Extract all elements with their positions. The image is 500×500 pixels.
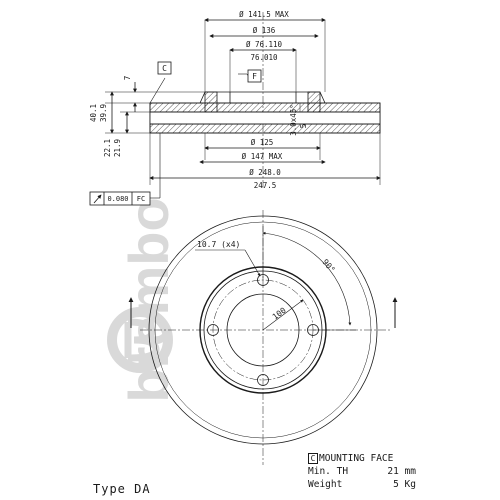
dim-5: 5 — [299, 124, 308, 129]
dim-thickness-min: 39.9 — [99, 104, 108, 122]
dim-247: 247.5 — [254, 181, 277, 190]
rotor-outline — [148, 215, 378, 445]
pcd-label: 100 — [271, 306, 288, 322]
svg-text:F: F — [252, 72, 257, 81]
dim-248: Ø 248.0 — [249, 168, 281, 177]
datum-f: F — [247, 69, 262, 83]
rotor-face-outer — [149, 102, 381, 113]
lug-hole-bottom — [257, 374, 269, 386]
dim-outer-hat: Ø 141.5 MAX — [239, 10, 289, 19]
weight-label: Weight — [308, 479, 343, 490]
mounting-face-label: MOUNTING FACE — [319, 453, 394, 464]
weight-row: Weight 5 Kg — [308, 478, 416, 491]
watermark-text: brembo — [117, 197, 180, 402]
dim-147: Ø 147 MAX — [242, 152, 283, 161]
runout-icon — [93, 194, 102, 204]
datum-c: C — [157, 61, 172, 75]
mounting-face-symbol: C — [308, 453, 318, 464]
dim-disc-max: 22.1 — [103, 139, 112, 157]
dim-offset-7: 7 — [123, 76, 132, 81]
dim-chamfer: 3.0x45° — [289, 104, 298, 136]
min-th-value: 21 mm — [387, 466, 416, 477]
dim-center-bore: Ø 76.110 — [246, 40, 283, 49]
dim-125: Ø 125 — [251, 138, 274, 147]
brembo-watermark: brembo — [107, 197, 180, 403]
svg-text:FC: FC — [137, 195, 145, 203]
min-thickness-row: Min. TH 21 mm — [308, 465, 416, 478]
svg-text:C: C — [162, 64, 167, 73]
section-view — [105, 12, 381, 199]
svg-text:0.080: 0.080 — [107, 195, 128, 203]
dim-hat-136: Ø 136 — [253, 26, 276, 35]
runout-tolerance-frame: 0.080 FC — [89, 191, 151, 206]
dim-disc-min: 21.9 — [113, 139, 122, 157]
min-th-label: Min. TH — [308, 466, 349, 477]
lug-hole-label: 10.7 (x4) — [197, 240, 240, 249]
angle-label: 90° — [320, 258, 336, 275]
dim-center-bore-min: 76.010 — [250, 53, 278, 62]
rotor-face-inner — [149, 123, 381, 134]
section-dimension-labels: Ø 141.5 MAX Ø 136 Ø 76.110 76.010 Ø 125 … — [89, 10, 308, 190]
front-view-labels: 10.7 (x4) 100 90° — [197, 240, 337, 322]
lug-hole-left — [207, 324, 219, 336]
front-view — [128, 210, 398, 465]
weight-value: 5 Kg — [393, 479, 416, 490]
type-label: Type DA — [93, 482, 151, 496]
dim-thickness-max: 40.1 — [89, 104, 98, 122]
